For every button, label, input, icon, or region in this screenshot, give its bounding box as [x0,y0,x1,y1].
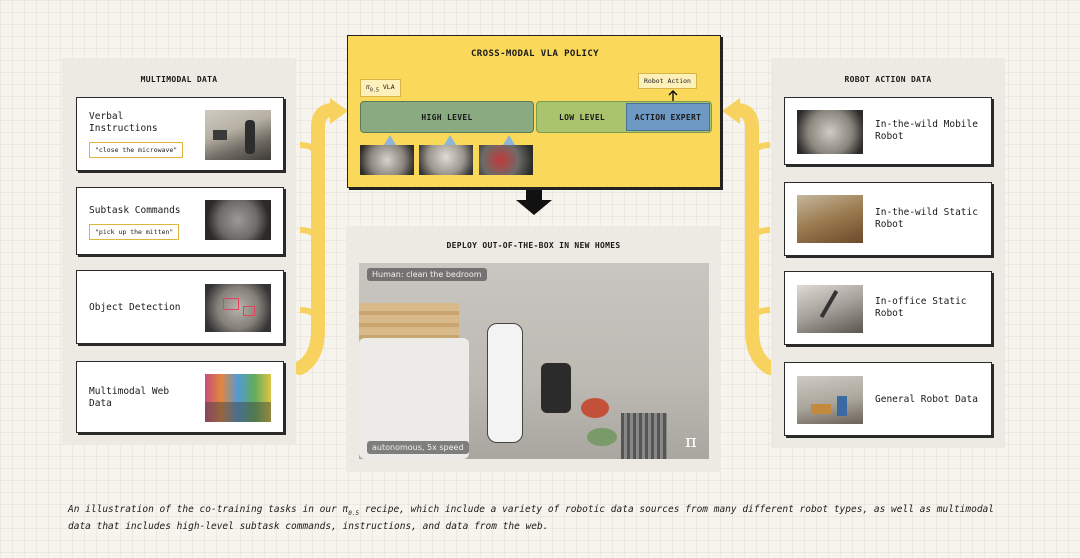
card-subtask-commands: Subtask Commands "pick up the mitten" [76,187,284,255]
laundry-basket [621,413,667,459]
mobile-robot-photo-icon [797,110,863,154]
vla-tag-text: VLA [378,83,395,91]
card-object-detection: Object Detection [76,270,284,344]
caption-before: An illustration of the co-training tasks… [68,504,343,515]
vla-tag-pi: π [366,83,370,91]
figure-caption: An illustration of the co-training tasks… [68,503,1013,533]
vla-tag-sub: 0.5 [369,87,379,94]
card-general-robot-data: General Robot Data [784,362,992,436]
up-arrow-icon [668,90,678,102]
card-label: Object Detection [89,302,181,313]
robot-arm [541,363,571,413]
high-level-bar: HIGH LEVEL [360,101,534,133]
low-level-label: LOW LEVEL [559,112,606,122]
policy-title: CROSS-MODAL VLA POLICY [470,49,599,59]
card-label: General Robot Data [875,394,978,405]
robot-action-data-title: ROBOT ACTION DATA [844,75,932,84]
input-arrows [384,135,515,145]
human-command-overlay: Human: clean the bedroom [367,268,487,281]
robot-action-tag: Robot Action [638,73,697,89]
floor-clothes [581,398,609,418]
caption-after: recipe, which include a variety of robot… [68,504,994,532]
web-photo-icon [205,374,271,422]
card-label: Multimodal Web Data [89,386,170,409]
multimodal-data-title: MULTIMODAL DATA [140,75,218,84]
camera-view-1-icon [360,145,414,175]
instruction-chip: "close the microwave" [89,142,184,158]
subtask-chip: "pick up the mitten" [89,224,180,240]
card-in-the-wild-mobile-robot: In-the-wild Mobile Robot [784,97,992,165]
bedroom-video-frame: Human: clean the bedroom autonomous, 5x … [359,263,709,459]
general-robot-photo-icon [797,376,863,424]
detection-photo-icon [205,284,271,332]
card-label: In-the-wild Static Robot [875,207,978,230]
floor-clothes-2 [587,428,617,446]
robot-body [487,323,523,443]
caption-pi: π [342,504,349,515]
pi-logo: π [685,431,697,452]
camera-view-2-icon [419,145,473,175]
card-in-the-wild-static-robot: In-the-wild Static Robot [784,182,992,256]
action-expert-box: ACTION EXPERT [626,103,710,131]
camera-view-3-icon [479,145,533,175]
card-label: Verbal Instructions [89,111,158,134]
static-robot-photo-icon [797,195,863,243]
card-multimodal-web-data: Multimodal Web Data [76,361,284,433]
card-label: In-the-wild Mobile Robot [875,119,978,142]
card-label: Subtask Commands [89,205,181,216]
caption-sub: 0.5 [348,509,360,517]
deploy-panel: DEPLOY OUT-OF-THE-BOX IN NEW HOMES Human… [346,226,721,472]
vla-tag: π0.5 VLA [360,79,401,98]
card-verbal-instructions: Verbal Instructions "close the microwave… [76,97,284,171]
fisheye-room-photo-icon [205,200,271,240]
office-robot-photo-icon [797,285,863,333]
bed-sheets [359,338,469,459]
card-in-office-static-robot: In-office Static Robot [784,271,992,345]
speed-overlay: autonomous, 5x speed [367,441,469,454]
vla-policy-box: CROSS-MODAL VLA POLICY π0.5 VLA Robot Ac… [347,35,721,188]
card-label: In-office Static Robot [875,296,967,319]
kitchen-photo-icon [205,110,271,160]
deploy-title: DEPLOY OUT-OF-THE-BOX IN NEW HOMES [446,241,621,250]
